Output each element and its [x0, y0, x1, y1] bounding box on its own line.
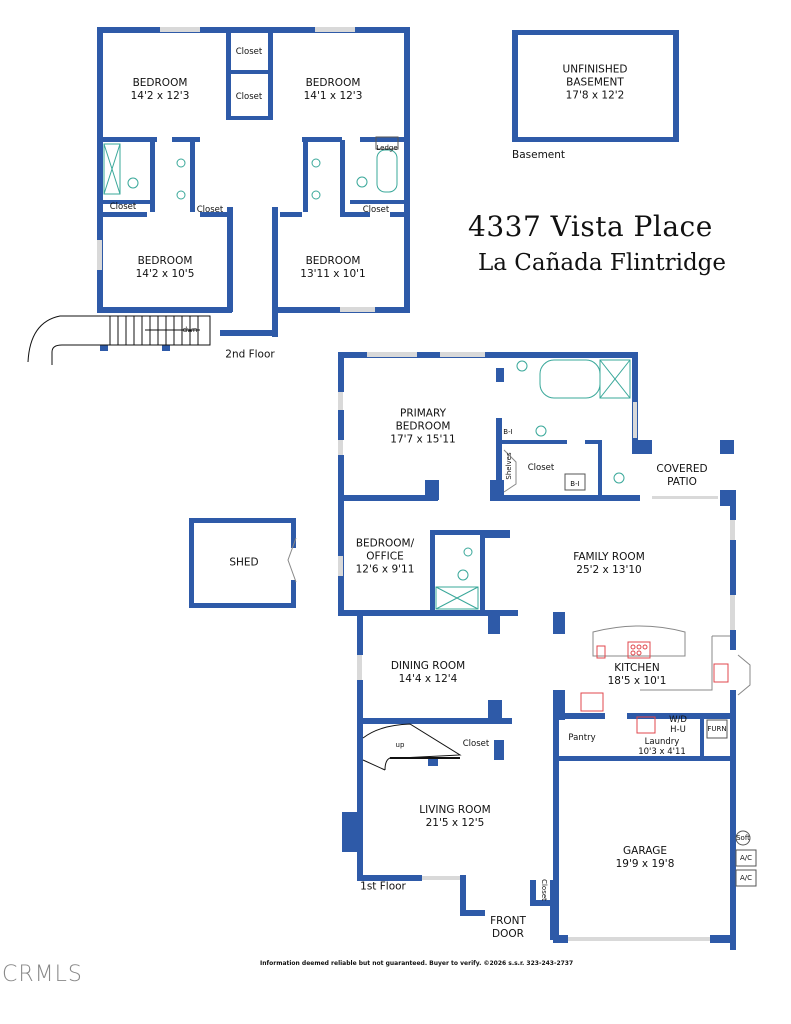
- room-family-room: FAMILY ROOM 25'2 x 13'10: [573, 551, 645, 576]
- closet-label: Closet: [235, 92, 263, 102]
- room-pantry: Pantry: [568, 733, 596, 743]
- appliances: [580, 641, 729, 734]
- closet-label: Closet: [462, 739, 490, 749]
- walls: [97, 27, 736, 950]
- bath-fixtures: [103, 143, 631, 610]
- address-title: 4337 Vista Place: [468, 210, 713, 243]
- room-covered-patio: COVERED PATIO: [656, 463, 708, 488]
- closet-label: Closet: [362, 205, 390, 215]
- closet-label: Closet: [540, 879, 548, 901]
- city-title: La Cañada Flintridge: [478, 250, 727, 276]
- floor-label-1st: 1st Floor: [360, 880, 406, 893]
- closet-label: Closet: [235, 47, 263, 57]
- stairs-up-label: up: [395, 741, 405, 749]
- shelves-label: Shelves: [505, 452, 513, 480]
- floor-label-2nd: 2nd Floor: [225, 348, 275, 361]
- stairs-down-label: dwn: [182, 326, 198, 334]
- room-living-room: LIVING ROOM 21'5 x 12'5: [419, 804, 491, 829]
- equipment-boxes: [375, 136, 757, 887]
- floor-label-basement: Basement: [512, 149, 566, 161]
- furnace-label: FURN: [707, 725, 727, 733]
- ac-unit-label: A/C: [739, 874, 753, 882]
- stairs: [27, 315, 462, 771]
- built-in-label: B-I: [503, 428, 513, 436]
- ac-unit-label: A/C: [739, 854, 753, 862]
- ledge-label: Ledge: [376, 144, 398, 152]
- room-shed: SHED: [229, 556, 259, 569]
- room-bedroom-office: BEDROOM/ OFFICE 12'6 x 9'11: [355, 537, 415, 576]
- windows: [97, 27, 735, 941]
- room-dining-room: DINING ROOM 14'4 x 12'4: [390, 660, 466, 685]
- built-in-label: B-I: [570, 480, 580, 488]
- room-basement: UNFINISHED BASEMENT 17'8 x 12'2: [562, 63, 628, 102]
- room-garage: GARAGE 19'9 x 19'8: [615, 845, 675, 870]
- water-softener-label: Soft: [736, 834, 750, 842]
- front-door-label: FRONT DOOR: [490, 915, 526, 940]
- closet-label: Closet: [527, 463, 555, 473]
- closet-label: Closet: [196, 205, 224, 215]
- kitchen-counters: [287, 449, 751, 696]
- room-kitchen: KITCHEN 18'5 x 10'1: [607, 662, 667, 687]
- room-primary-bedroom: PRIMARY BEDROOM 17'7 x 15'11: [390, 407, 456, 446]
- closet-label: Closet: [109, 202, 137, 212]
- crmls-watermark: CRMLS: [2, 962, 83, 987]
- disclaimer: Information deemed reliable but not guar…: [260, 960, 574, 967]
- room-laundry: Laundry 10'3 x 4'11: [638, 737, 686, 757]
- wd-hookup-label: W/D H-U: [669, 715, 687, 735]
